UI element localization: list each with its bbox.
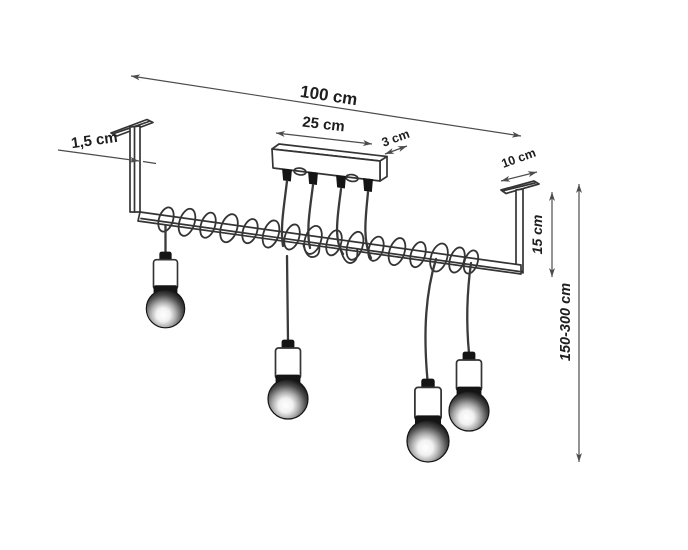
bulb-3 [406, 378, 450, 463]
dim-bar-thickness-leader [57, 149, 140, 163]
bulb-globe [406, 419, 450, 463]
canopy-hole [345, 173, 359, 183]
dim-bracket-drop-label: 15 cm [529, 215, 545, 255]
dim-canopy-depth: 3 cm [380, 127, 411, 155]
dim-hanging-range: 150-300 cm [558, 184, 582, 462]
dim-bar-thickness: 1,5 cm [57, 129, 157, 165]
dim-bar-thickness-label: 1,5 cm [70, 129, 119, 152]
cord-grip [336, 175, 346, 189]
pendant-cord-2 [285, 254, 290, 343]
bulb-socket [274, 347, 302, 380]
canopy-box [271, 143, 388, 192]
pendant-cord-3 [424, 257, 438, 382]
right-bracket-bar [515, 188, 524, 274]
dim-hanging-range-label: 150-300 cm [558, 283, 574, 361]
dim-plate-length-line [500, 171, 538, 182]
cord-grip [282, 168, 292, 182]
dim-bracket-drop: 15 cm [529, 192, 555, 277]
dim-total-width-label: 100 cm [299, 82, 359, 109]
dim-plate-length-label: 10 cm [500, 146, 538, 171]
bulb-socket [413, 386, 443, 421]
bulb-2 [267, 339, 309, 420]
dim-canopy-depth-line [384, 145, 408, 155]
canopy-hole [293, 167, 307, 176]
pendant-cord-4 [466, 261, 473, 355]
bulb-4 [448, 351, 490, 432]
cord-grip [308, 171, 318, 185]
bulb-socket [152, 258, 179, 291]
bulb-globe [267, 378, 309, 420]
dim-canopy-length-line [275, 131, 373, 146]
bulb-globe [145, 288, 186, 329]
dim-canopy-length-label: 25 cm [301, 114, 345, 136]
pendant-cords [164, 224, 473, 382]
dim-total-width-line [130, 74, 522, 138]
bulb-socket [455, 359, 483, 392]
canopy-end-face [379, 155, 388, 182]
hanging-rail [137, 211, 522, 275]
canopy-front-face [271, 148, 381, 182]
wire-coil [157, 206, 480, 275]
dim-plate-length: 10 cm [500, 146, 538, 182]
bulb-1 [145, 251, 186, 329]
right-ceiling-bracket [500, 180, 540, 274]
left-ceiling-bracket [110, 118, 154, 213]
cord-grip [363, 178, 373, 192]
bulb-globe [448, 390, 490, 432]
dim-canopy-length: 25 cm [275, 114, 373, 146]
